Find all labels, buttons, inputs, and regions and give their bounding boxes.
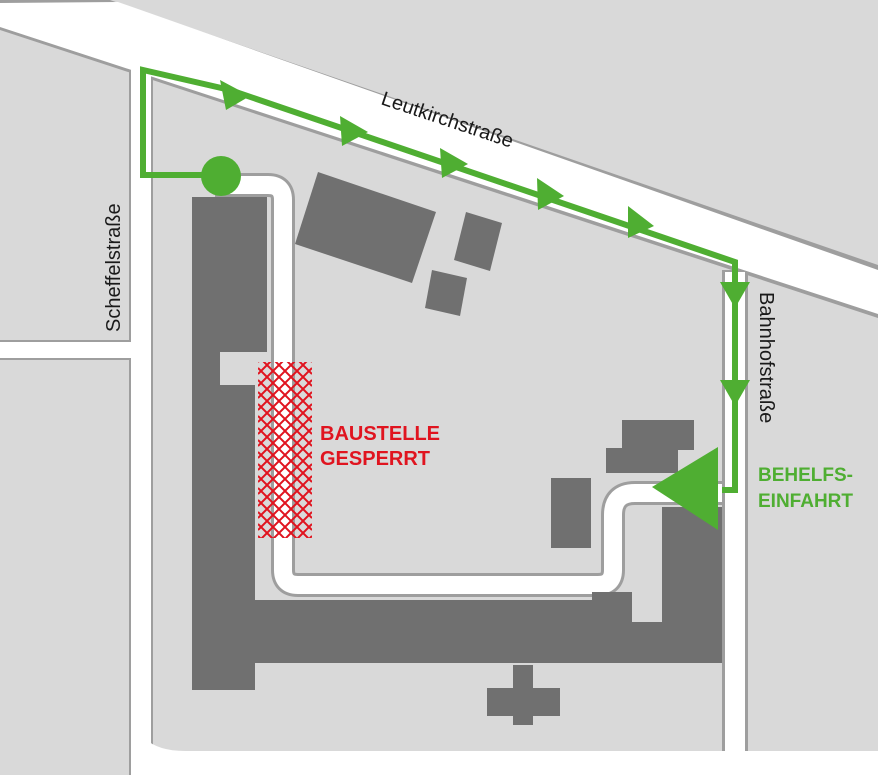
closure-hatching (258, 362, 312, 538)
hatch-line (284, 511, 312, 538)
arrow-icon (220, 80, 250, 110)
street-south (131, 700, 878, 775)
building-north-large (295, 172, 436, 283)
label-scheffelstrasse: Scheffelstraße (103, 203, 125, 332)
route-direction-arrows (220, 80, 750, 406)
arrow-icon (720, 380, 750, 406)
detour-route (140, 66, 750, 530)
hatch-line (258, 523, 274, 538)
street-cross-west (0, 342, 131, 358)
hatch-line (272, 499, 312, 538)
building-east-1 (622, 420, 694, 450)
entrance-arrow-icon (652, 447, 718, 530)
closure-label-line1: BAUSTELLE (320, 423, 440, 445)
access-road (215, 176, 722, 594)
street-bahnhofstrasse (725, 272, 745, 775)
building-north-small-1 (454, 212, 502, 271)
building-north-small-2 (425, 270, 467, 316)
arrow-icon (537, 178, 564, 210)
hatch-line (258, 511, 286, 538)
building-east-2 (606, 448, 678, 473)
arrow-icon (628, 206, 654, 238)
building-south-2 (513, 665, 533, 725)
street-scheffelstrasse (131, 50, 151, 775)
hatch-line (296, 523, 312, 538)
arrow-icon (440, 148, 468, 178)
entrance-label-line2: EINFAHRT (758, 491, 853, 512)
arrow-icon (720, 282, 750, 308)
building-center (551, 478, 591, 548)
route-start-marker (201, 156, 241, 196)
label-bahnhofstrasse: Bahnhofstraße (755, 292, 777, 423)
arrow-icon (340, 116, 368, 146)
closure-label-line2: GESPERRT (320, 448, 430, 470)
building-main (192, 197, 722, 690)
entrance-label-line1: BEHELFS- (758, 465, 853, 486)
buildings (192, 172, 722, 725)
